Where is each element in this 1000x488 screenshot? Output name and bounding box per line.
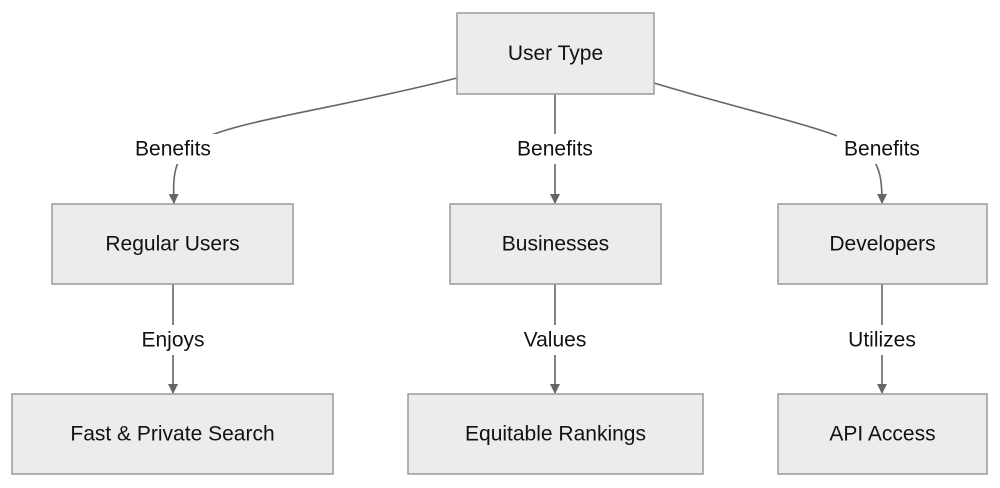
svg-text:Developers: Developers — [829, 233, 935, 256]
edge-label-developers-to-api: Utilizes — [840, 325, 924, 355]
svg-text:Values: Values — [524, 329, 587, 352]
svg-text:Benefits: Benefits — [844, 138, 920, 161]
edge-label-businesses-to-rankings: Values — [515, 325, 595, 355]
node-regular-users[interactable]: Regular Users — [51, 203, 294, 285]
svg-text:Equitable Rankings: Equitable Rankings — [465, 423, 646, 446]
svg-text:Benefits: Benefits — [517, 138, 593, 161]
edge-label-user-to-businesses: Benefits — [510, 134, 600, 164]
edge-label-regular-to-search: Enjoys — [133, 325, 213, 355]
node-user-type[interactable]: User Type — [456, 12, 655, 95]
node-equitable-rankings[interactable]: Equitable Rankings — [407, 393, 704, 475]
svg-text:Enjoys: Enjoys — [141, 329, 204, 352]
svg-text:API Access: API Access — [829, 423, 935, 446]
edge-label-user-to-regular: Benefits — [128, 134, 218, 164]
edge-label-user-to-developers: Benefits — [837, 134, 927, 164]
svg-text:User Type: User Type — [508, 42, 603, 65]
node-api-access[interactable]: API Access — [777, 393, 988, 475]
node-fast-private-search[interactable]: Fast & Private Search — [11, 393, 334, 475]
edge-user-to-regular — [168, 77, 458, 204]
svg-text:Regular Users: Regular Users — [105, 233, 239, 256]
svg-text:Businesses: Businesses — [502, 233, 609, 256]
svg-text:Benefits: Benefits — [135, 138, 211, 161]
svg-text:Fast & Private Search: Fast & Private Search — [70, 423, 274, 446]
node-developers[interactable]: Developers — [777, 203, 988, 285]
node-businesses[interactable]: Businesses — [449, 203, 662, 285]
svg-text:Utilizes: Utilizes — [848, 329, 916, 352]
